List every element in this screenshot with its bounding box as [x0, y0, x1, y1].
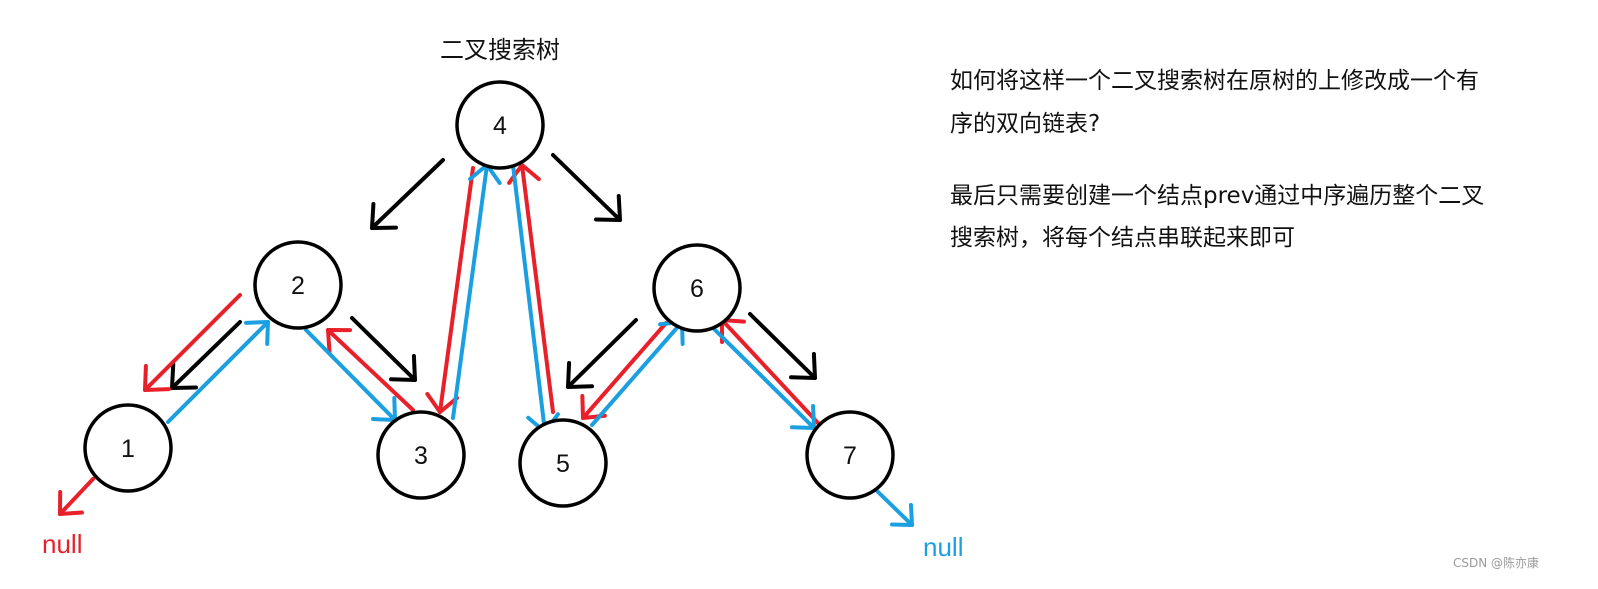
prev-links: [58, 163, 820, 516]
node-circle: [455, 80, 545, 170]
tree-edge-2-1: [170, 320, 242, 390]
node-label: 2: [291, 272, 305, 300]
tree-edges: [170, 153, 817, 390]
note-line-3: 最后只需要创建一个结点prev通过中序遍历整个二叉: [950, 183, 1484, 209]
node-label: 4: [493, 112, 507, 140]
tree-node-2: 2: [253, 240, 343, 330]
note-line-2: 序的双向链表?: [950, 111, 1100, 137]
next-link-6-7: [706, 321, 816, 430]
tree-edge-4-2: [370, 158, 445, 230]
explanation-text: 如何将这样一个二叉搜索树在原树的上修改成一个有 序的双向链表? 最后只需要创建一…: [950, 68, 1484, 251]
node-label: 5: [556, 450, 570, 478]
next-links: [166, 163, 914, 527]
tree-node-7: 7: [805, 410, 895, 500]
prev-link-3-2: [326, 328, 415, 412]
node-circle: [83, 403, 173, 493]
next-link-2-3: [304, 328, 397, 422]
next-link-5-6: [590, 320, 685, 427]
prev-link-6-5: [580, 321, 668, 420]
node-circle: [376, 410, 466, 500]
null-label-left: null: [42, 529, 82, 559]
note-line-4: 搜索树，将每个结点串联起来即可: [950, 225, 1295, 251]
next-link-3-4: [451, 163, 502, 420]
node-label: 1: [121, 435, 135, 463]
diagram-title: 二叉搜索树: [440, 36, 560, 64]
tree-edge-2-3: [350, 316, 417, 382]
node-circle: [652, 243, 742, 333]
node-label: 7: [843, 442, 857, 470]
tree-edge-6-7: [748, 312, 817, 380]
node-label: 6: [690, 275, 704, 303]
node-circle: [805, 410, 895, 500]
prev-link-2-1: [143, 293, 242, 392]
tree-nodes: 4 2 6 1 3 5 7: [83, 80, 895, 508]
tree-node-3: 3: [376, 410, 466, 500]
tree-node-1: 1: [83, 403, 173, 493]
tree-edge-4-6: [551, 153, 622, 222]
prev-link-1-null: [58, 477, 95, 516]
tree-edge-6-5: [566, 318, 638, 389]
next-link-7-null: [874, 488, 914, 527]
prev-link-4-3: [425, 166, 475, 414]
tree-node-4: 4: [455, 80, 545, 170]
null-label-right: null: [923, 532, 963, 562]
node-circle: [518, 418, 608, 508]
watermark: CSDN @陈亦康: [1453, 555, 1539, 570]
note-line-1: 如何将这样一个二叉搜索树在原树的上修改成一个有: [950, 68, 1479, 94]
next-link-1-2: [166, 320, 270, 424]
node-label: 3: [414, 442, 428, 470]
tree-node-5: 5: [518, 418, 608, 508]
node-circle: [253, 240, 343, 330]
tree-node-6: 6: [652, 243, 742, 333]
